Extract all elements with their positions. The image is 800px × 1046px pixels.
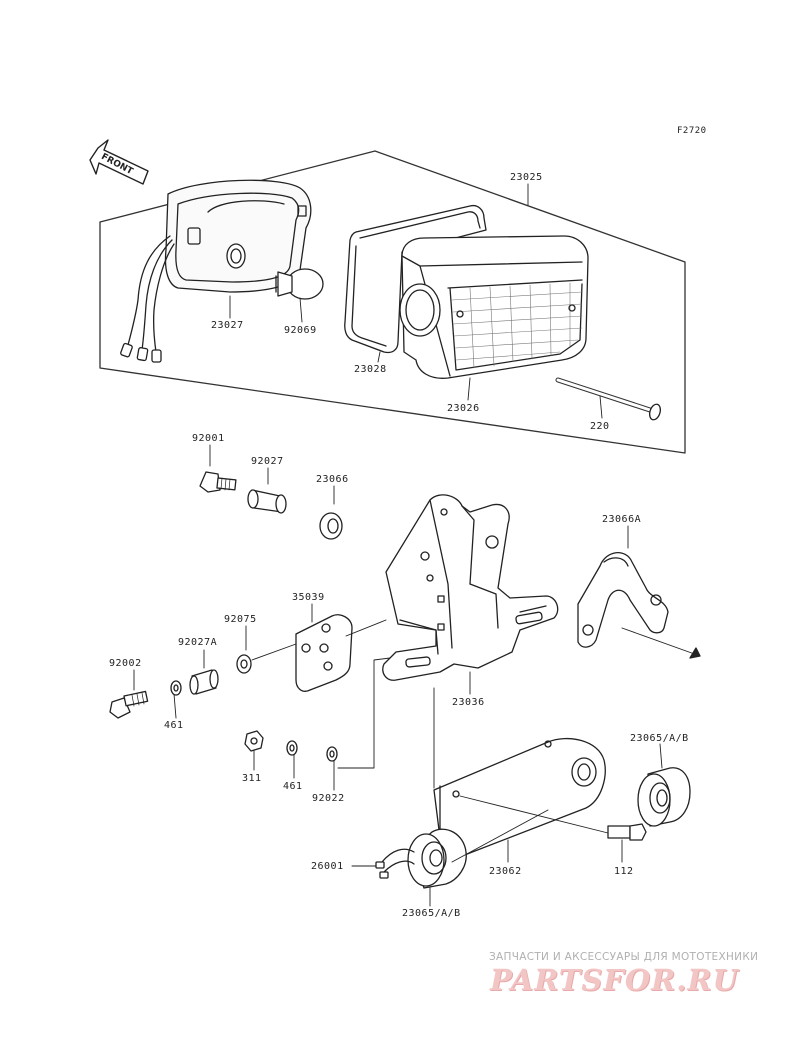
screw-220 xyxy=(555,377,662,421)
watermark-logo: PARTSFOR.RU xyxy=(490,963,739,997)
taillight-base-23027 xyxy=(164,179,312,293)
part-label-35039: 35039 xyxy=(292,592,325,603)
part-label-92027: 92027 xyxy=(251,456,284,467)
part-label-23028: 23028 xyxy=(354,364,387,375)
part-label-23065ab-bottom: 23065/A/B xyxy=(402,908,461,919)
part-label-220: 220 xyxy=(590,421,610,432)
bulb-92069 xyxy=(275,268,324,300)
part-label-311: 311 xyxy=(242,773,262,784)
lamp-23065-bottom xyxy=(407,828,467,889)
collar-92027 xyxy=(247,489,287,514)
leader-lines xyxy=(133,183,663,907)
bolt-92002 xyxy=(109,690,149,719)
front-arrow-icon xyxy=(89,139,149,185)
bolt-92001 xyxy=(199,471,237,493)
light-bracket-23062 xyxy=(433,738,606,858)
nut-311 xyxy=(244,730,264,752)
connector-26001 xyxy=(375,848,415,879)
part-label-461-left: 461 xyxy=(164,720,184,731)
bracket-23036 xyxy=(382,494,559,681)
collar-92027a xyxy=(189,669,219,695)
part-label-92001: 92001 xyxy=(192,433,225,444)
diagram-reference-code: F2720 xyxy=(677,126,707,136)
part-label-23062: 23062 xyxy=(489,866,522,877)
bolt-112 xyxy=(607,823,647,841)
part-label-23066a: 23066A xyxy=(602,514,642,525)
watermark-tagline: ЗАПЧАСТИ И АКСЕССУАРЫ ДЛЯ МОТОТЕХНИКИ xyxy=(489,951,759,963)
washer-461-middle xyxy=(286,740,298,756)
part-label-23066: 23066 xyxy=(316,474,349,485)
plate-35039 xyxy=(295,614,353,692)
washer-92075 xyxy=(236,654,252,674)
assembly-frame xyxy=(99,150,686,454)
lens-housing-23026 xyxy=(399,235,589,379)
part-label-26001: 26001 xyxy=(311,861,344,872)
part-label-92075: 92075 xyxy=(224,614,257,625)
part-label-92022: 92022 xyxy=(312,793,345,804)
part-label-23026: 23026 xyxy=(447,403,480,414)
gasket-23028 xyxy=(344,204,487,354)
part-label-112: 112 xyxy=(614,866,634,877)
lamp-23065-right xyxy=(637,767,691,827)
part-label-92069: 92069 xyxy=(284,325,317,336)
part-label-23025: 23025 xyxy=(510,172,543,183)
washer-92022 xyxy=(326,746,338,762)
wire-harness xyxy=(120,235,175,363)
washer-461-left xyxy=(170,680,182,696)
grommet-23066 xyxy=(319,512,343,540)
part-label-23036: 23036 xyxy=(452,697,485,708)
part-label-23065ab-right: 23065/A/B xyxy=(630,733,689,744)
part-label-92002: 92002 xyxy=(109,658,142,669)
part-label-461-middle: 461 xyxy=(283,781,303,792)
part-label-23027: 23027 xyxy=(211,320,244,331)
bracket-23066a xyxy=(577,552,669,648)
part-label-92027a: 92027A xyxy=(178,637,218,648)
